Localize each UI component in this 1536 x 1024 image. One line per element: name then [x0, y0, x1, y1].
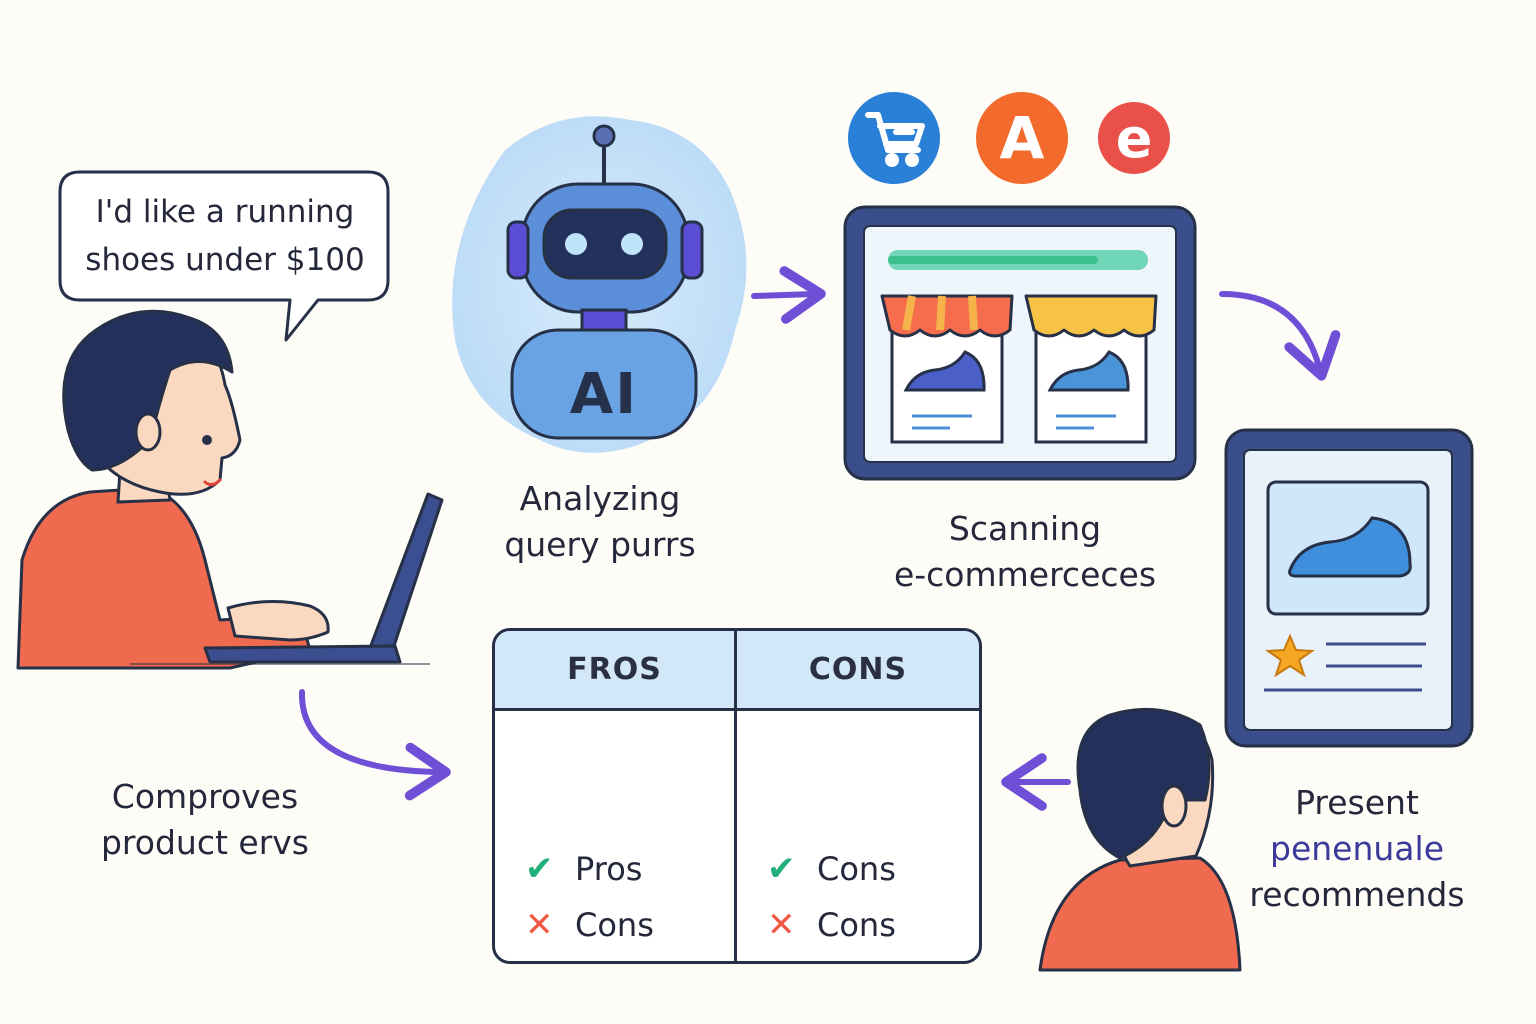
arrow-to-present [1219, 291, 1341, 381]
step-present-line-2: penenuale [1270, 829, 1444, 868]
step-comproves-line-1: Comproves [111, 777, 299, 816]
comparison-row: ✔ Pros [525, 849, 642, 889]
step-present-line-3: recommends [1249, 875, 1465, 914]
star-icon [1265, 633, 1315, 678]
comparison-row: ✕ Cons [525, 905, 654, 945]
step-comproves-line-2: product ervs [100, 823, 309, 862]
shoe-icon [1047, 350, 1130, 392]
step-scanning-line-1: Scanning [948, 509, 1102, 548]
comparison-column-left: FROS ✔ Pros ✕ Cons [495, 631, 737, 961]
step-present: Present penenuale recommends [1232, 780, 1482, 918]
step-analyzing-line-1: Analyzing [519, 479, 681, 518]
bubble-line-1: I'd like a running [95, 194, 355, 230]
shoe-icon [903, 350, 986, 392]
store-logo-a [976, 92, 1068, 184]
step-scanning-line-2: e-commerceces [893, 555, 1157, 594]
person-with-laptop [16, 309, 444, 670]
cross-icon: ✕ [767, 905, 796, 945]
cart-icon [865, 112, 925, 167]
store-logo-e [1098, 102, 1170, 174]
comparison-row: ✕ Cons [767, 905, 896, 945]
speech-bubble-text: I'd like a running shoes under $100 [62, 188, 388, 284]
store-logo-cart [848, 92, 940, 184]
step-comproves: Comproves product ervs [70, 774, 340, 866]
person-viewing [1038, 707, 1242, 972]
letter-a-logo: A [999, 104, 1045, 172]
comparison-row-label: Pros [575, 850, 643, 888]
recommendation-tablet [1224, 428, 1474, 748]
bubble-line-2: shoes under $100 [85, 242, 365, 278]
speech-bubble [58, 170, 390, 342]
comparison-row-label: Cons [575, 906, 654, 944]
check-icon: ✔ [767, 849, 796, 889]
comparison-table: FROS ✔ Pros ✕ Cons CONS ✔ Cons ✕ Cons [492, 628, 982, 964]
flow-arrows [298, 266, 1341, 811]
step-present-line-1: Present [1295, 783, 1419, 822]
ai-badge: AI [569, 362, 639, 427]
store-logos [848, 92, 1170, 184]
comparison-header-left: FROS [495, 631, 734, 711]
comparison-row: ✔ Cons [767, 849, 896, 889]
shoe-icon [1288, 516, 1412, 578]
check-icon: ✔ [525, 849, 554, 889]
comparison-column-right: CONS ✔ Cons ✕ Cons [737, 631, 979, 961]
comparison-row-label: Cons [817, 850, 896, 888]
arrow-to-scanning [751, 266, 826, 324]
letter-e-logo: e [1115, 106, 1153, 170]
ecommerce-monitor [843, 205, 1197, 481]
person-eye [202, 435, 212, 445]
step-analyzing: Analyzing query purrs [470, 476, 730, 568]
comparison-row-label: Cons [817, 906, 896, 944]
step-scanning: Scanning e-commerceces [880, 506, 1170, 598]
comparison-header-right: CONS [737, 631, 979, 711]
arrow-to-table [298, 689, 451, 801]
cross-icon: ✕ [525, 905, 554, 945]
step-analyzing-line-2: query purrs [504, 525, 696, 564]
ai-robot [452, 116, 747, 453]
